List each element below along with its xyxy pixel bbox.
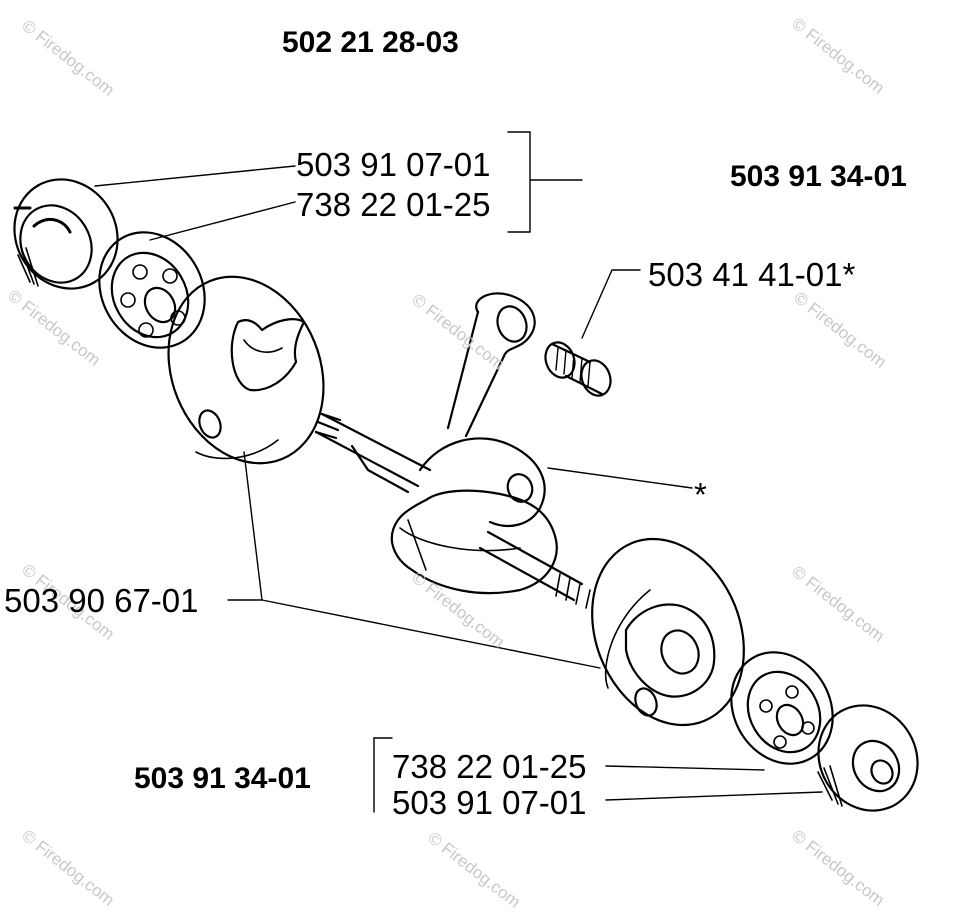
seal-bottom-part-number: 503 91 07-01 <box>392 784 587 821</box>
crankshaft <box>314 292 591 609</box>
bearing-top-part-number: 738 22 01-25 <box>296 186 491 223</box>
crank-half-part-number: 503 90 67-01 <box>4 582 199 619</box>
crankshaft-asterisk: * <box>694 476 707 513</box>
leader-lines <box>94 131 823 813</box>
ball-bearing-top <box>98 231 206 349</box>
needle-bearing-part-number: 503 41 41-01* <box>648 256 856 293</box>
crank-half-right <box>591 537 745 727</box>
seal-top-part-number: 503 91 07-01 <box>296 146 491 183</box>
oil-seal-top <box>13 178 119 290</box>
assembly-part-number: 502 21 28-03 <box>282 26 459 59</box>
bearing-bottom-part-number: 738 22 01-25 <box>392 748 587 785</box>
oil-seal-bottom <box>817 704 919 812</box>
ball-bearing-bottom <box>730 651 834 765</box>
kit-bottom-part-number: 503 91 34-01 <box>134 762 311 795</box>
crank-half-left <box>167 275 325 465</box>
needle-bearing <box>544 341 612 397</box>
kit-right-part-number: 503 91 34-01 <box>730 160 907 193</box>
parts-diagram <box>13 131 919 813</box>
